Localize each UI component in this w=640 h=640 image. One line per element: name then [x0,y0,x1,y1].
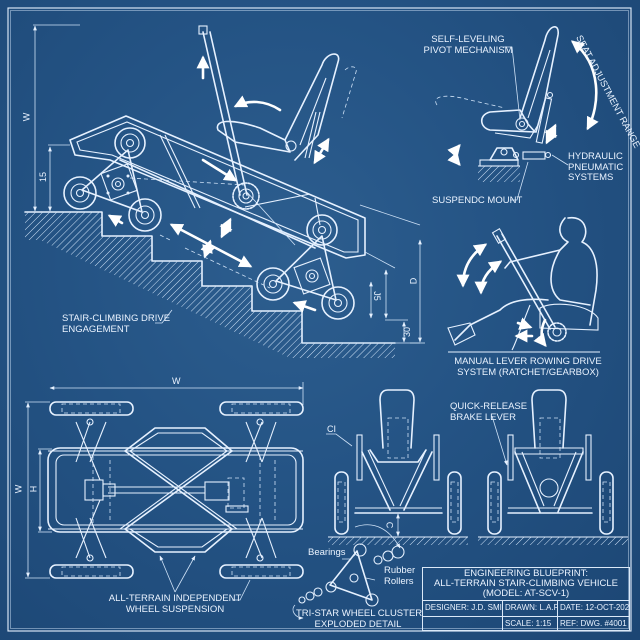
rowing-drive-detail [447,216,600,353]
callout-stair-climbing-drive: STAIR-CLIMBING DRIVE ENGAGEMENT [62,313,171,335]
callout-hydraulic-pneumatic: HYDRAULIC PNEUMATIC SYSTEMS [568,151,624,183]
dimension-step-height-upper: 15 [38,171,49,183]
drawing-frame [7,7,632,632]
seat-detail-view [435,26,599,201]
side-view-stair-climbing [24,24,425,358]
title-line-1: ENGINEERING BLUEPRINT: [463,568,589,579]
dimension-frame-depth: D [408,277,419,285]
motion-arrows [107,55,330,313]
callout-self-leveling-pivot: SELF-LEVELING PIVOT MECHANISM [423,34,513,56]
scale-field: SCALE: 1:15 [503,616,558,631]
front-view-left [326,389,468,549]
title-block-row-2: SCALE: 1:15 REF: DWG. #4001 [423,616,629,631]
dimension-overall-height: W [21,112,32,122]
chassis-seat [216,53,357,161]
tri-star-exploded-detail [292,543,405,620]
lower-tri-star-wheel-cluster [256,214,355,320]
dimension-top-width: W [172,376,181,386]
title-block-heading: ENGINEERING BLUEPRINT: ALL-TERRAIN STAIR… [423,568,629,601]
upper-tri-star-wheel-cluster [63,127,162,232]
dimension-lever-label: CI [327,424,336,434]
dimension-step-height-lower: 30 [402,326,413,338]
callout-brake-lever: QUICK-RELEASE BRAKE LEVER [450,401,528,423]
title-block-row-1: DESIGNER: J.D. SMITH DRAWN: L.A.R. DATE:… [423,601,629,617]
caption-rowing-drive: MANUAL LEVER ROWING DRIVE SYSTEM (RATCHE… [454,356,602,378]
drive-lever-assembly [198,25,260,210]
top-view-suspension-arms [75,418,277,562]
drawn-field: DRAWN: L.A.R. [503,601,558,616]
caption-wheel-suspension: ALL-TERRAIN INDEPENDENT WHEEL SUSPENSION [108,593,242,615]
front-view-right [478,389,628,545]
title-line-3: (MODEL: AT-SCV-1) [482,588,570,599]
date-field: DATE: 12-OCT-2023 [560,603,629,612]
designer-field: DESIGNER: J.D. SMITH [423,601,503,616]
dimension-lower-offset: J5 [371,291,382,301]
top-view-chassis [25,382,304,601]
side-view-dimensions [33,24,425,344]
label-rubber-rollers: Rubber Rollers [384,565,416,587]
empty-field [423,616,503,631]
dimension-ground-clearance: C [384,521,395,529]
top-view-wheels [49,401,304,579]
title-block: ENGINEERING BLUEPRINT: ALL-TERRAIN STAIR… [422,567,630,631]
callout-suspension-mount: SUSPENDC MOUNT [432,195,523,206]
dimension-top-outer-height: W [13,484,24,494]
title-line-2: ALL-TERRAIN STAIR-CLIMBING VEHICLE [433,578,619,589]
dimension-top-frame-height: H [28,485,39,493]
caption-tri-star-wheel: TRI-STAR WHEEL CLUSTER EXPLODED DETAIL [296,608,423,630]
label-bearings: Bearings [308,547,346,558]
stair-hatching [25,212,395,358]
reference-field: REF: DWG. #4001 [560,618,627,628]
